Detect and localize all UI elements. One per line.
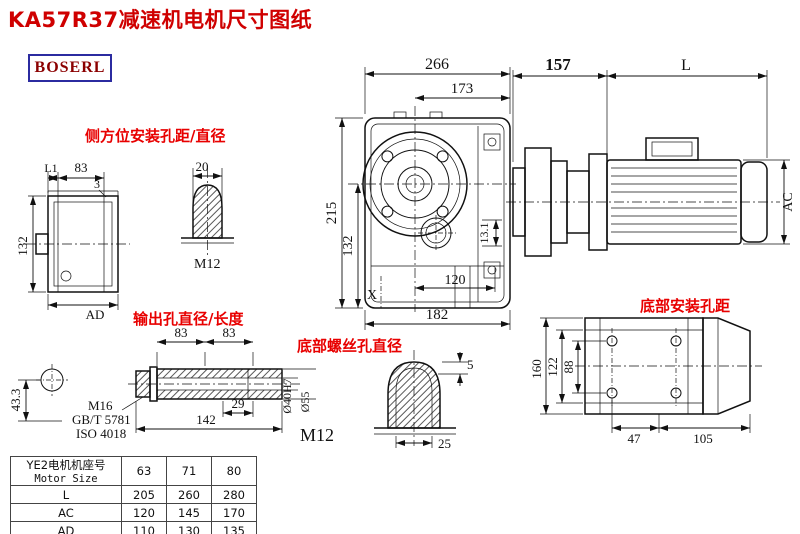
dim-132-side: 132 bbox=[15, 236, 30, 256]
cell-L-71: 260 bbox=[166, 485, 212, 504]
cell-AC-80: 170 bbox=[211, 503, 257, 522]
cell-L-80: 280 bbox=[211, 485, 257, 504]
label-side-mount-holes: 侧方位安装孔距/直径 bbox=[85, 127, 225, 145]
row-label-L: L bbox=[10, 485, 122, 504]
dim-outer-d55: Ø55 bbox=[298, 392, 312, 413]
dim-47: 47 bbox=[628, 431, 642, 446]
dim-157: 157 bbox=[545, 55, 571, 74]
brand-logo: BOSERL bbox=[28, 54, 112, 82]
page-title: KA57R37减速机电机尺寸图纸 bbox=[8, 8, 313, 32]
cell-AD-71: 130 bbox=[166, 521, 212, 534]
dim-266: 266 bbox=[425, 56, 449, 73]
row-label-AC: AC bbox=[10, 503, 122, 522]
bottom-screw-detail-drawing: 5 25 M12 bbox=[300, 350, 474, 451]
dim-25: 25 bbox=[438, 436, 451, 451]
dim-AD: AD bbox=[86, 307, 105, 322]
standard-iso: ISO 4018 bbox=[76, 426, 126, 441]
dim-13-1: 13.1 bbox=[477, 223, 491, 244]
terminal-box bbox=[645, 137, 699, 161]
dim-L: L bbox=[681, 57, 691, 74]
label-output-hole: 输出孔直径/长度 bbox=[133, 310, 244, 328]
x-mark: X bbox=[367, 288, 377, 303]
dim-132: 132 bbox=[341, 236, 356, 257]
dim-43-3: 43.3 bbox=[8, 389, 23, 412]
cell-L-63: 205 bbox=[121, 485, 167, 504]
table-row-L: L 205 260 280 bbox=[10, 485, 257, 504]
bottom-mount-view-drawing: 160 122 88 47 105 bbox=[529, 317, 762, 446]
motor-size-label-cn: YE2电机机座号 bbox=[26, 458, 106, 472]
motor-size-table: YE2电机机座号 Motor Size 63 71 80 L 205 260 2… bbox=[10, 456, 257, 534]
dim-182: 182 bbox=[426, 307, 449, 323]
cell-AC-63: 120 bbox=[121, 503, 167, 522]
cell-AC-71: 145 bbox=[166, 503, 212, 522]
bolt-thread-M16: M16 bbox=[88, 398, 113, 413]
dim-142: 142 bbox=[196, 412, 216, 427]
dim-173: 173 bbox=[451, 81, 474, 97]
left-side-view-drawing: L1 83 3 132 AD bbox=[15, 160, 130, 322]
motor-fins bbox=[611, 167, 737, 233]
motor-size-label-en: Motor Size bbox=[34, 473, 98, 485]
dim-AC: AC bbox=[781, 192, 796, 211]
dim-88: 88 bbox=[561, 361, 576, 374]
dim-29: 29 bbox=[232, 396, 245, 411]
cell-AD-80: 135 bbox=[211, 521, 257, 534]
motor-side-view-drawing: 157 L AC bbox=[506, 55, 796, 257]
dim-bore-d40: Ø40H7 bbox=[280, 378, 294, 413]
table-row-AC: AC 120 145 170 bbox=[10, 503, 257, 522]
label-bottom-screw-hole: 底部螺丝孔直径 bbox=[297, 337, 402, 355]
table-header-row: YE2电机机座号 Motor Size 63 71 80 bbox=[10, 456, 257, 486]
dim-83-side: 83 bbox=[75, 160, 88, 175]
label-bottom-mount-holes: 底部安装孔距 bbox=[640, 297, 730, 315]
dim-3: 3 bbox=[94, 177, 100, 191]
dim-83-left: 83 bbox=[175, 325, 188, 340]
dim-5: 5 bbox=[467, 357, 474, 372]
output-shaft-detail-drawing: 83 83 M16 GB/T 5781 ISO 4018 29 142 Ø40H… bbox=[8, 325, 316, 441]
table-size-80: 80 bbox=[211, 456, 257, 486]
table-size-71: 71 bbox=[166, 456, 212, 486]
dim-L1: L1 bbox=[44, 161, 57, 175]
side-plug-detail-drawing: 20 M12 bbox=[181, 159, 234, 272]
row-label-AD: AD bbox=[10, 521, 122, 534]
plug-thread-M12: M12 bbox=[194, 257, 220, 272]
dim-160: 160 bbox=[529, 359, 544, 379]
dim-20: 20 bbox=[196, 159, 209, 174]
dim-83-right: 83 bbox=[223, 325, 236, 340]
front-view-drawing: 266 173 215 132 120 182 13.1 X bbox=[324, 56, 516, 330]
cell-AD-63: 110 bbox=[121, 521, 167, 534]
screw-thread-M12: M12 bbox=[300, 425, 334, 445]
dim-120: 120 bbox=[445, 273, 466, 288]
standard-gbt: GB/T 5781 bbox=[72, 412, 131, 427]
table-row-AD: AD 110 130 135 bbox=[10, 521, 257, 534]
table-size-63: 63 bbox=[121, 456, 167, 486]
dim-105: 105 bbox=[693, 431, 713, 446]
dim-122: 122 bbox=[545, 357, 560, 377]
dim-215: 215 bbox=[324, 202, 340, 225]
table-header-motor-size: YE2电机机座号 Motor Size bbox=[10, 456, 122, 486]
